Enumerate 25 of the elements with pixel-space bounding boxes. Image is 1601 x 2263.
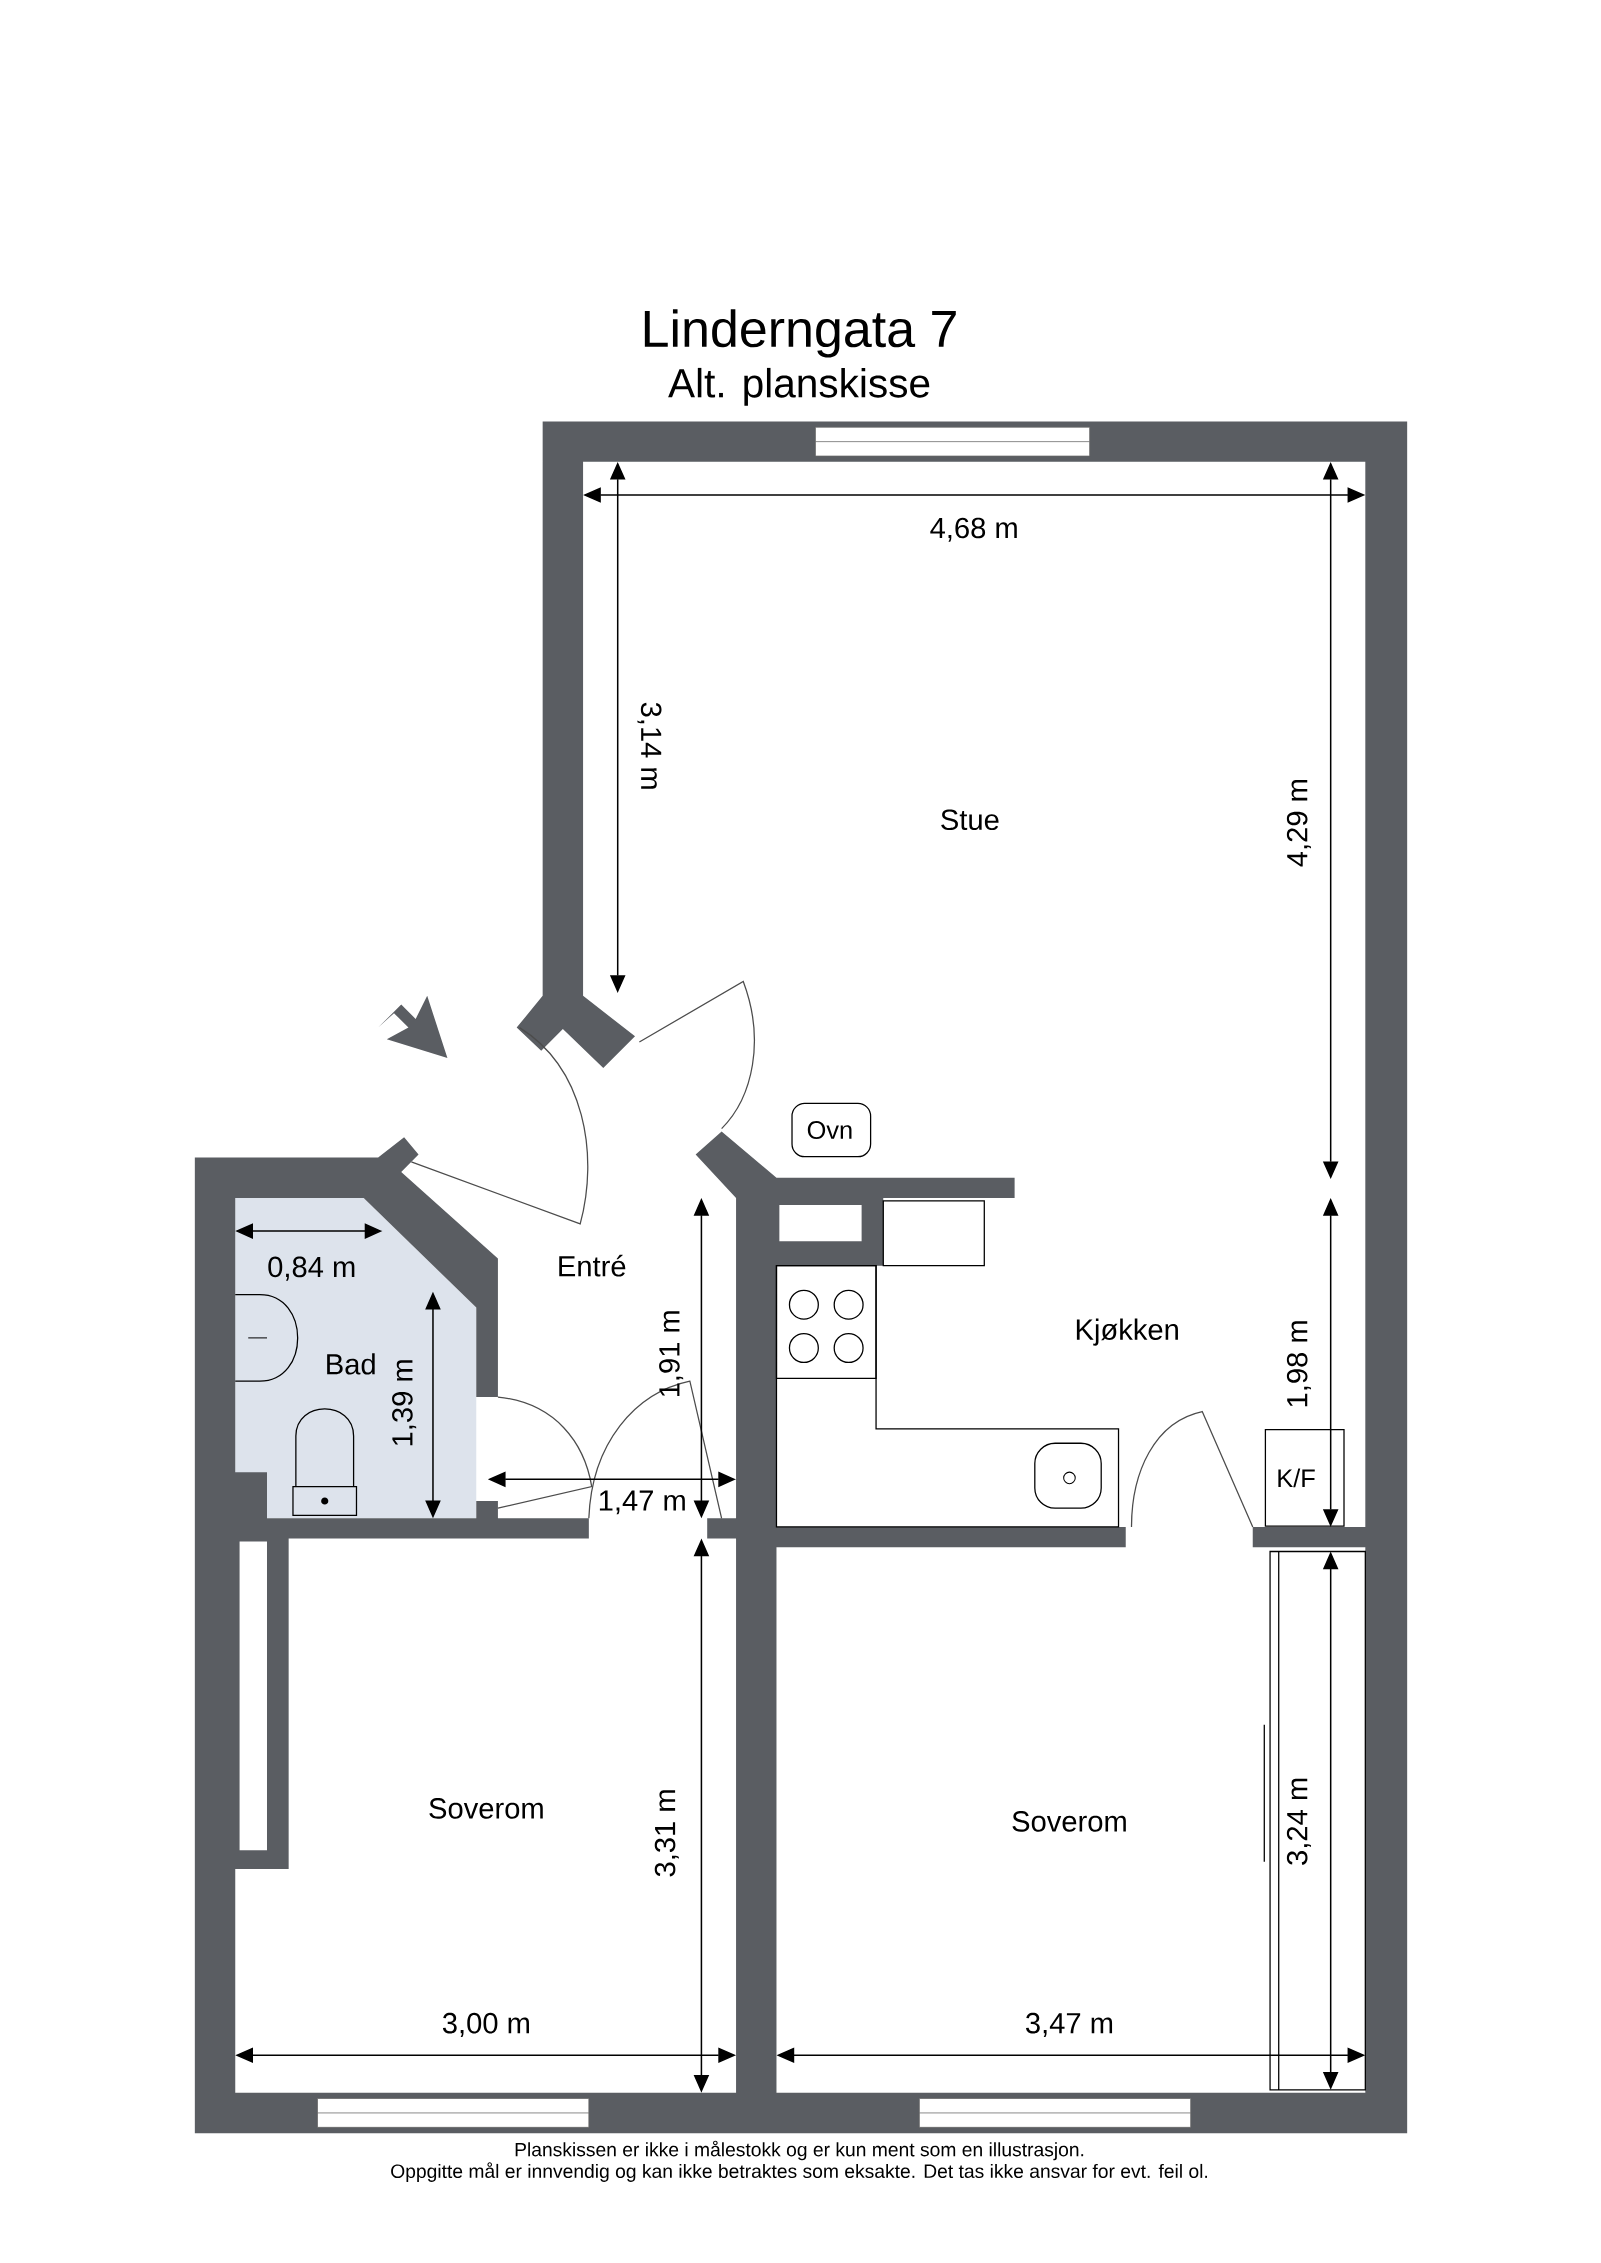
dimension-label: 1,47 m bbox=[600, 1490, 686, 1515]
oven-box bbox=[791, 1102, 872, 1158]
room-label: Kjøkken bbox=[1077, 1318, 1179, 1346]
room-label: Soverom bbox=[1012, 1811, 1127, 1832]
room-label: Soverom bbox=[429, 1798, 543, 1819]
fridge-box bbox=[1265, 1429, 1345, 1527]
dimension-label: 3,14 m bbox=[637, 702, 662, 789]
dimension-label: 4,68 m bbox=[930, 517, 1017, 542]
title: Linderngata 7 bbox=[645, 309, 956, 358]
dimension-label: 3,24 m bbox=[1287, 1778, 1312, 1865]
footnote: Planskissen er ikke i målestokk og er kun ment som en illustrasjon. bbox=[515, 2140, 1084, 2161]
dimension-label: 3,47 m bbox=[1026, 2012, 1113, 2037]
room-label: Entré bbox=[559, 1254, 626, 1277]
room-label: Bad bbox=[327, 1353, 375, 1375]
appliance-label: Ovn bbox=[808, 1121, 852, 1140]
dimension-label: 3,00 m bbox=[443, 2012, 530, 2037]
appliance-label: K/F bbox=[1278, 1468, 1315, 1488]
footnote: Oppgitte mål er innvendig og kan ikke betraktes som eksakte. Det tas ikke ansvar for evt. feil ol. bbox=[391, 2162, 1208, 2182]
room-label: Stue bbox=[941, 809, 999, 831]
subtitle: Alt. planskisse bbox=[668, 367, 930, 406]
dimension-label: 1,39 m bbox=[392, 1360, 417, 1446]
dimension-label: 3,31 m bbox=[654, 1790, 680, 1877]
dimension-label: 0,84 m bbox=[268, 1256, 355, 1281]
dimension-label: 1,91 m bbox=[659, 1311, 684, 1397]
dimension-label: 4,29 m bbox=[1287, 780, 1312, 867]
